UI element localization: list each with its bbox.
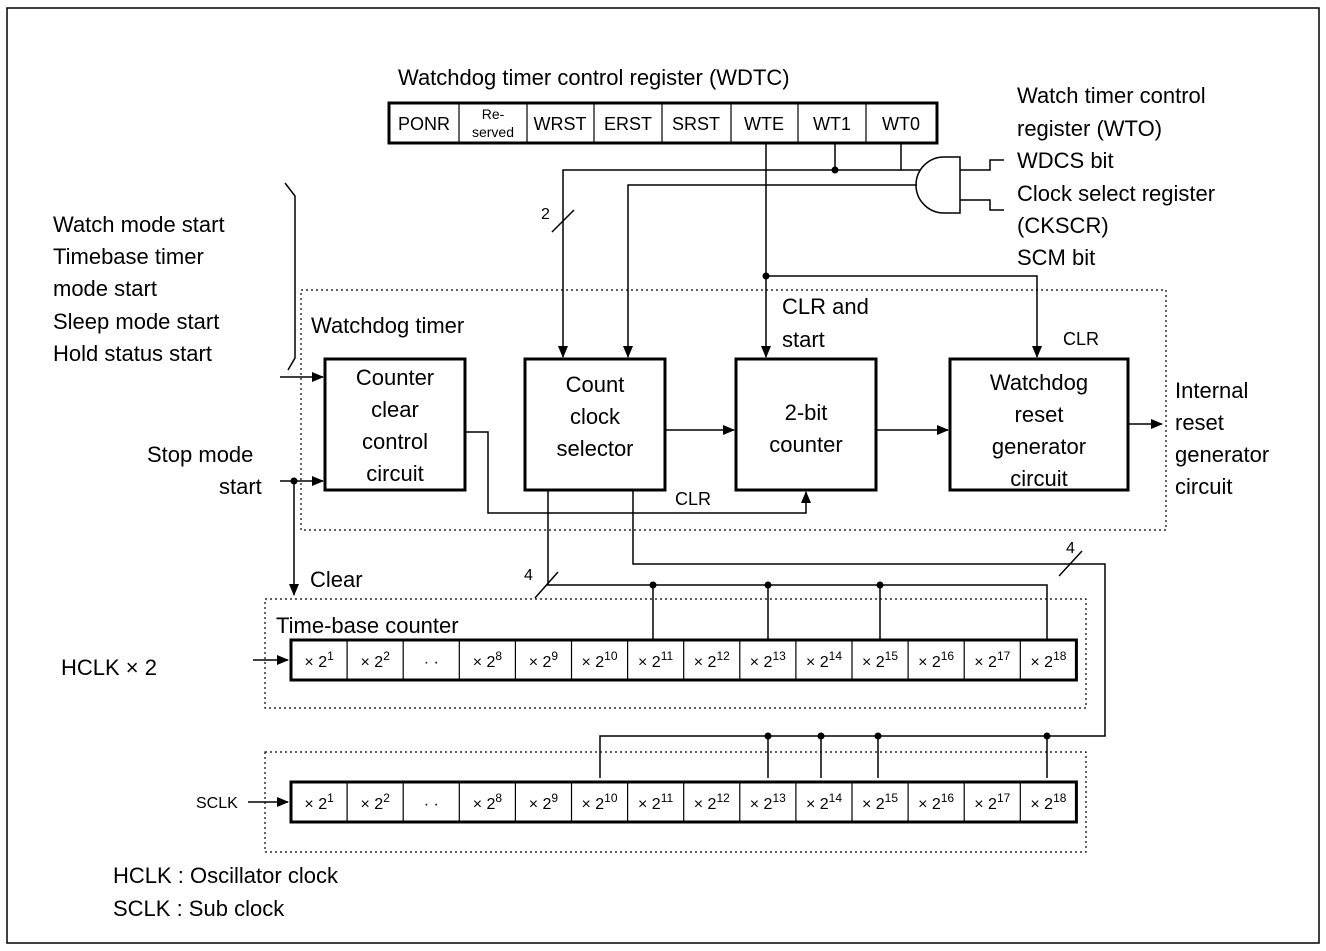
output-label-4: circuit: [1175, 474, 1232, 499]
svg-text:selector: selector: [556, 436, 633, 461]
legend-sclk: SCLK : Sub clock: [113, 896, 285, 921]
svg-text:Count: Count: [566, 372, 625, 397]
stop-mode-label-1: Stop mode: [147, 442, 253, 467]
watchdog-timer-region: [300, 289, 1167, 531]
sleep-mode-start: Sleep mode start: [53, 309, 219, 334]
timebase-region: [264, 598, 1087, 709]
timebase-cell-cell: × 211: [638, 649, 673, 671]
clr-top-label: CLR: [1063, 329, 1099, 349]
sclk-input-label: SCLK: [196, 795, 238, 812]
bus-width-2: 2: [541, 206, 550, 223]
wdcs-label: WDCS bit: [1017, 148, 1114, 173]
bus-width-4-left: 4: [524, 567, 533, 584]
clear-label: Clear: [310, 567, 363, 592]
subclock-cell-cell: · ·: [424, 796, 439, 813]
subclock-cell-cell: × 214: [806, 791, 842, 813]
svg-text:clock: clock: [570, 404, 621, 429]
stop-mode-label-2: start: [219, 474, 262, 499]
timebase-cell-cell: × 21: [304, 649, 334, 671]
clr-start-2: start: [782, 327, 825, 352]
bit-wt1: WT1: [813, 114, 851, 134]
subclock-cell-cell: × 218: [1030, 791, 1066, 813]
bit-reserved-top: Re-: [482, 106, 505, 122]
wdtc-title: Watchdog timer control register (WDTC): [398, 65, 790, 90]
wdcs-wire: [960, 159, 1004, 171]
timebase-timer-label: Timebase timer: [53, 244, 204, 269]
timebase-cell-cell: × 214: [806, 649, 842, 671]
subclock-cell-cell: × 211: [638, 791, 673, 813]
watchdog-timer-title: Watchdog timer: [311, 313, 464, 338]
hold-status-start: Hold status start: [53, 341, 212, 366]
svg-text:Watchdog: Watchdog: [990, 370, 1088, 395]
timebase-cell-cell: × 215: [862, 649, 898, 671]
timebase-mode-start: mode start: [53, 276, 157, 301]
clr-start-1: CLR and: [782, 294, 869, 319]
hclk-input-label: HCLK × 2: [61, 655, 157, 680]
wto-label-2: register (WTO): [1017, 116, 1162, 141]
bit-reserved-bottom: served: [472, 124, 514, 140]
svg-text:clear: clear: [371, 397, 419, 422]
timebase-cell-cell: · ·: [424, 654, 439, 671]
subclock-cell-cell: × 21: [304, 791, 334, 813]
bit-wrst: WRST: [534, 114, 587, 134]
timebase-cell-cell: × 217: [974, 649, 1010, 671]
legend-hclk: HCLK : Oscillator clock: [113, 863, 339, 888]
watch-mode-start: Watch mode start: [53, 212, 225, 237]
timebase-cell-cell: × 210: [581, 649, 617, 671]
subclock-cell-cell: × 22: [361, 791, 391, 813]
output-label-2: reset: [1175, 410, 1224, 435]
counter-clear-block: Counter clear control circuit: [323, 357, 467, 492]
svg-text:2-bit: 2-bit: [785, 400, 828, 425]
output-label-1: Internal: [1175, 378, 1248, 403]
scm-wire: [960, 199, 1004, 211]
timebase-title: Time-base counter: [276, 613, 459, 638]
cks-label-2: (CKSCR): [1017, 213, 1109, 238]
wdtc-register: PONR Re- served WRST ERST SRST WTE WT1 W…: [387, 101, 939, 145]
subclock-cell-cell: × 213: [750, 791, 786, 813]
timebase-register: × 21 × 22 · · × 28 × 29 × 210 × 211 × 212 × 213 ×…: [289, 638, 1078, 682]
scm-label: SCM bit: [1017, 245, 1095, 270]
and-gate: [915, 156, 961, 214]
svg-text:generator: generator: [992, 434, 1086, 459]
wto-label-1: Watch timer control: [1017, 83, 1206, 108]
output-label-3: generator: [1175, 442, 1269, 467]
reset-generator-block: Watchdog reset generator circuit: [948, 357, 1130, 492]
bus-width-4-right: 4: [1066, 540, 1075, 557]
bit-erst: ERST: [604, 114, 652, 134]
timebase-cell-cell: × 213: [750, 649, 786, 671]
subclock-cell-cell: × 216: [918, 791, 954, 813]
cks-label-1: Clock select register: [1017, 181, 1215, 206]
count-clock-selector-block: Count clock selector: [523, 357, 667, 492]
timebase-cell-cell: × 29: [529, 649, 559, 671]
subclock-register: × 21 × 22 · · × 28 × 29 × 210 × 211 × 212 × 213 ×…: [289, 780, 1078, 824]
svg-text:Counter: Counter: [356, 365, 434, 390]
bit-srst: SRST: [672, 114, 720, 134]
svg-text:circuit: circuit: [366, 461, 423, 486]
two-bit-counter-block: 2-bit counter: [734, 357, 878, 492]
subclock-cell-cell: × 28: [473, 791, 503, 813]
timebase-cell-cell: × 22: [361, 649, 391, 671]
svg-text:control: control: [362, 429, 428, 454]
wiring: 2 4 4: [280, 143, 1163, 778]
figure-frame: [6, 7, 1320, 944]
bit-ponr: PONR: [398, 114, 450, 134]
svg-text:reset: reset: [1015, 402, 1064, 427]
bit-wte: WTE: [744, 114, 784, 134]
subclock-cell-cell: × 215: [862, 791, 898, 813]
bit-wt0: WT0: [882, 114, 920, 134]
subclock-cell-cell: × 217: [974, 791, 1010, 813]
subclock-cell-cell: × 212: [694, 791, 730, 813]
svg-text:circuit: circuit: [1010, 466, 1067, 491]
subclock-cell-cell: × 29: [529, 791, 559, 813]
timebase-cell-cell: × 218: [1030, 649, 1066, 671]
clr-bottom-label: CLR: [675, 489, 711, 509]
timebase-cell-cell: × 28: [473, 649, 503, 671]
svg-text:counter: counter: [769, 432, 842, 457]
timebase-cell-cell: × 212: [694, 649, 730, 671]
timebase-cell-cell: × 216: [918, 649, 954, 671]
subclock-cell-cell: × 210: [581, 791, 617, 813]
